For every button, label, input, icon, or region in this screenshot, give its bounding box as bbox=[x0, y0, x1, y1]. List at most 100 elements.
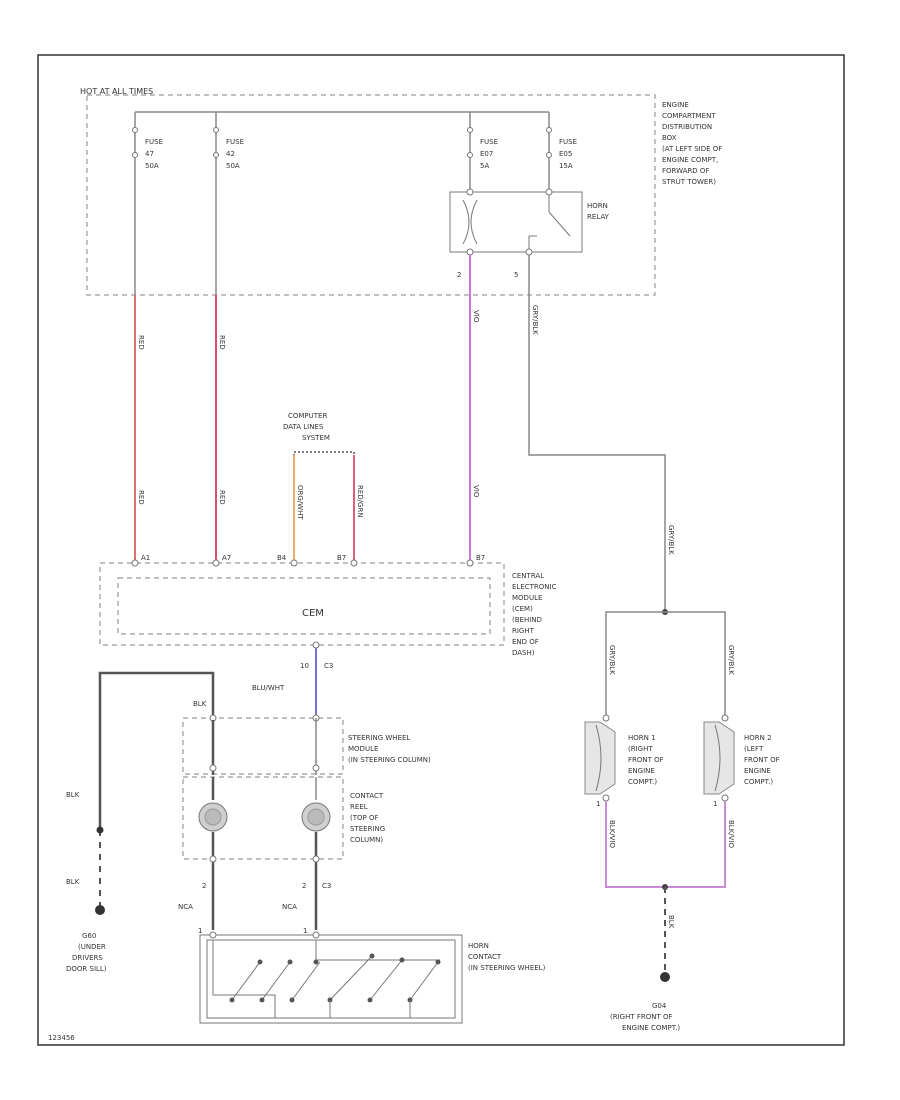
svg-text:CONTACT: CONTACT bbox=[468, 953, 502, 961]
fuse-47-name: FUSE bbox=[145, 138, 163, 146]
cdl-label-1: COMPUTER bbox=[288, 412, 327, 420]
horn-contact: 1 1 HORN CONTACT (IN STEERING WHEEL) bbox=[198, 927, 546, 1024]
svg-text:STEERING WHEEL: STEERING WHEEL bbox=[348, 734, 410, 742]
svg-text:DISTRIBUTION: DISTRIBUTION bbox=[662, 123, 712, 131]
svg-text:ENGINE: ENGINE bbox=[662, 101, 689, 109]
steering-wheel-module: STEERING WHEEL MODULE (IN STEERING COLUM… bbox=[182, 714, 431, 775]
outer-frame bbox=[37, 54, 845, 1046]
svg-text:HORN 1: HORN 1 bbox=[628, 734, 656, 742]
cem-out-pin: 10 bbox=[300, 662, 309, 670]
fuse-e07-name: FUSE bbox=[480, 138, 498, 146]
horn-relay-label-1: HORN bbox=[587, 202, 608, 210]
fuse-e07-amp: 5A bbox=[480, 162, 489, 170]
svg-text:ENGINE: ENGINE bbox=[744, 767, 771, 775]
svg-text:BLK: BLK bbox=[66, 791, 80, 799]
computer-data-lines: COMPUTER DATA LINES SYSTEM ORG/WHT RED/G… bbox=[283, 412, 364, 560]
svg-text:RED: RED bbox=[137, 335, 145, 350]
svg-text:BLK: BLK bbox=[66, 878, 80, 886]
fuse-e07-id: E07 bbox=[480, 150, 493, 158]
svg-text:MODULE: MODULE bbox=[348, 745, 378, 753]
fuse-42-name: FUSE bbox=[226, 138, 244, 146]
svg-text:COMPT.): COMPT.) bbox=[628, 778, 657, 786]
svg-text:(LEFT: (LEFT bbox=[744, 745, 764, 753]
g60-name: G60 bbox=[82, 932, 96, 940]
svg-text:MODULE: MODULE bbox=[512, 594, 542, 602]
svg-text:1: 1 bbox=[713, 800, 717, 808]
ecdb-description: ENGINE COMPARTMENT DISTRIBUTION BOX (AT … bbox=[662, 101, 722, 186]
svg-text:VIO: VIO bbox=[472, 485, 480, 498]
cem-pin-a7: A7 bbox=[222, 554, 231, 562]
svg-text:1: 1 bbox=[596, 800, 600, 808]
svg-text:HORN: HORN bbox=[468, 942, 489, 950]
svg-text:COMPARTMENT: COMPARTMENT bbox=[662, 112, 716, 120]
horn-2: HORN 2 (LEFT FRONT OF ENGINE COMPT.) 1 bbox=[703, 714, 780, 808]
svg-text:(CEM): (CEM) bbox=[512, 605, 533, 613]
svg-text:STEERING: STEERING bbox=[350, 825, 385, 833]
wire-blk-ground: BLK BLK BLK G60 (UNDER DRIVERS DOOR SILL… bbox=[66, 671, 215, 973]
wire-violet-relay: VIO VIO bbox=[469, 255, 480, 560]
svg-text:RED: RED bbox=[218, 490, 226, 505]
svg-text:(IN STEERING COLUMN): (IN STEERING COLUMN) bbox=[348, 756, 431, 764]
svg-text:(RIGHT: (RIGHT bbox=[628, 745, 653, 753]
cem-pin-b7b: B7 bbox=[476, 554, 485, 562]
g04-name: G04 bbox=[652, 1002, 667, 1010]
svg-text:DOOR SILL): DOOR SILL) bbox=[66, 965, 107, 973]
svg-text:NCA: NCA bbox=[178, 903, 193, 911]
svg-text:1: 1 bbox=[303, 927, 307, 935]
svg-text:(BEHIND: (BEHIND bbox=[512, 616, 542, 624]
svg-text:BLK/VIO: BLK/VIO bbox=[727, 820, 735, 849]
horn-relay-label-2: RELAY bbox=[587, 213, 610, 221]
svg-text:C3: C3 bbox=[322, 882, 331, 890]
svg-text:COLUMN): COLUMN) bbox=[350, 836, 383, 844]
svg-text:RED: RED bbox=[218, 335, 226, 350]
svg-text:REEL: REEL bbox=[350, 803, 368, 811]
hot-at-all-times-label: HOT AT ALL TIMES bbox=[80, 87, 153, 96]
cem-name: CEM bbox=[302, 608, 324, 619]
fuse-e05-id: E05 bbox=[559, 150, 572, 158]
svg-text:END OF: END OF bbox=[512, 638, 539, 646]
svg-text:RIGHT: RIGHT bbox=[512, 627, 535, 635]
svg-text:BOX: BOX bbox=[662, 134, 677, 142]
svg-text:(AT LEFT SIDE OF: (AT LEFT SIDE OF bbox=[662, 145, 722, 153]
svg-text:STRUT TOWER): STRUT TOWER) bbox=[662, 178, 716, 186]
fuse-e05-amp: 15A bbox=[559, 162, 573, 170]
fuse-42-amp: 50A bbox=[226, 162, 240, 170]
svg-text:ENGINE COMPT,: ENGINE COMPT, bbox=[662, 156, 718, 164]
svg-text:2: 2 bbox=[202, 882, 206, 890]
svg-text:RED/GRN: RED/GRN bbox=[356, 485, 364, 518]
cem-pin-b7a: B7 bbox=[337, 554, 346, 562]
svg-text:ENGINE COMPT.): ENGINE COMPT.) bbox=[622, 1024, 680, 1032]
cdl-label-3: SYSTEM bbox=[302, 434, 330, 442]
wire-blu-wht: BLU/WHT bbox=[252, 648, 317, 715]
cdl-label-2: DATA LINES bbox=[283, 423, 324, 431]
svg-text:(RIGHT FRONT OF: (RIGHT FRONT OF bbox=[610, 1013, 673, 1021]
fuse-42-id: 42 bbox=[226, 150, 235, 158]
svg-text:GRY/BLK: GRY/BLK bbox=[727, 645, 735, 675]
svg-text:ELECTRONIC: ELECTRONIC bbox=[512, 583, 557, 591]
footer-code: 123456 bbox=[48, 1034, 75, 1042]
svg-text:ORG/WHT: ORG/WHT bbox=[296, 485, 304, 520]
svg-text:DRIVERS: DRIVERS bbox=[72, 954, 103, 962]
svg-text:BLU/WHT: BLU/WHT bbox=[252, 684, 285, 692]
svg-text:(IN STEERING WHEEL): (IN STEERING WHEEL) bbox=[468, 964, 546, 972]
cem-out-conn: C3 bbox=[324, 662, 333, 670]
svg-text:(UNDER: (UNDER bbox=[78, 943, 106, 951]
svg-text:BLK/VIO: BLK/VIO bbox=[608, 820, 616, 849]
svg-text:GRY/BLK: GRY/BLK bbox=[608, 645, 616, 675]
wire-red-1: RED RED bbox=[134, 295, 145, 560]
svg-text:NCA: NCA bbox=[282, 903, 297, 911]
svg-text:CONTACT: CONTACT bbox=[350, 792, 384, 800]
horn-feed-split: GRY/BLK GRY/BLK bbox=[605, 609, 735, 720]
fuse-47-id: 47 bbox=[145, 150, 154, 158]
svg-text:(TOP OF: (TOP OF bbox=[350, 814, 379, 822]
svg-text:HORN 2: HORN 2 bbox=[744, 734, 772, 742]
svg-text:RED: RED bbox=[137, 490, 145, 505]
svg-text:FORWARD OF: FORWARD OF bbox=[662, 167, 709, 175]
svg-text:CENTRAL: CENTRAL bbox=[512, 572, 544, 580]
svg-text:FRONT OF: FRONT OF bbox=[744, 756, 780, 764]
relay-pin-2: 2 bbox=[457, 271, 461, 279]
svg-text:1: 1 bbox=[198, 927, 202, 935]
svg-text:2: 2 bbox=[302, 882, 306, 890]
svg-text:GRY/BLK: GRY/BLK bbox=[667, 525, 675, 555]
